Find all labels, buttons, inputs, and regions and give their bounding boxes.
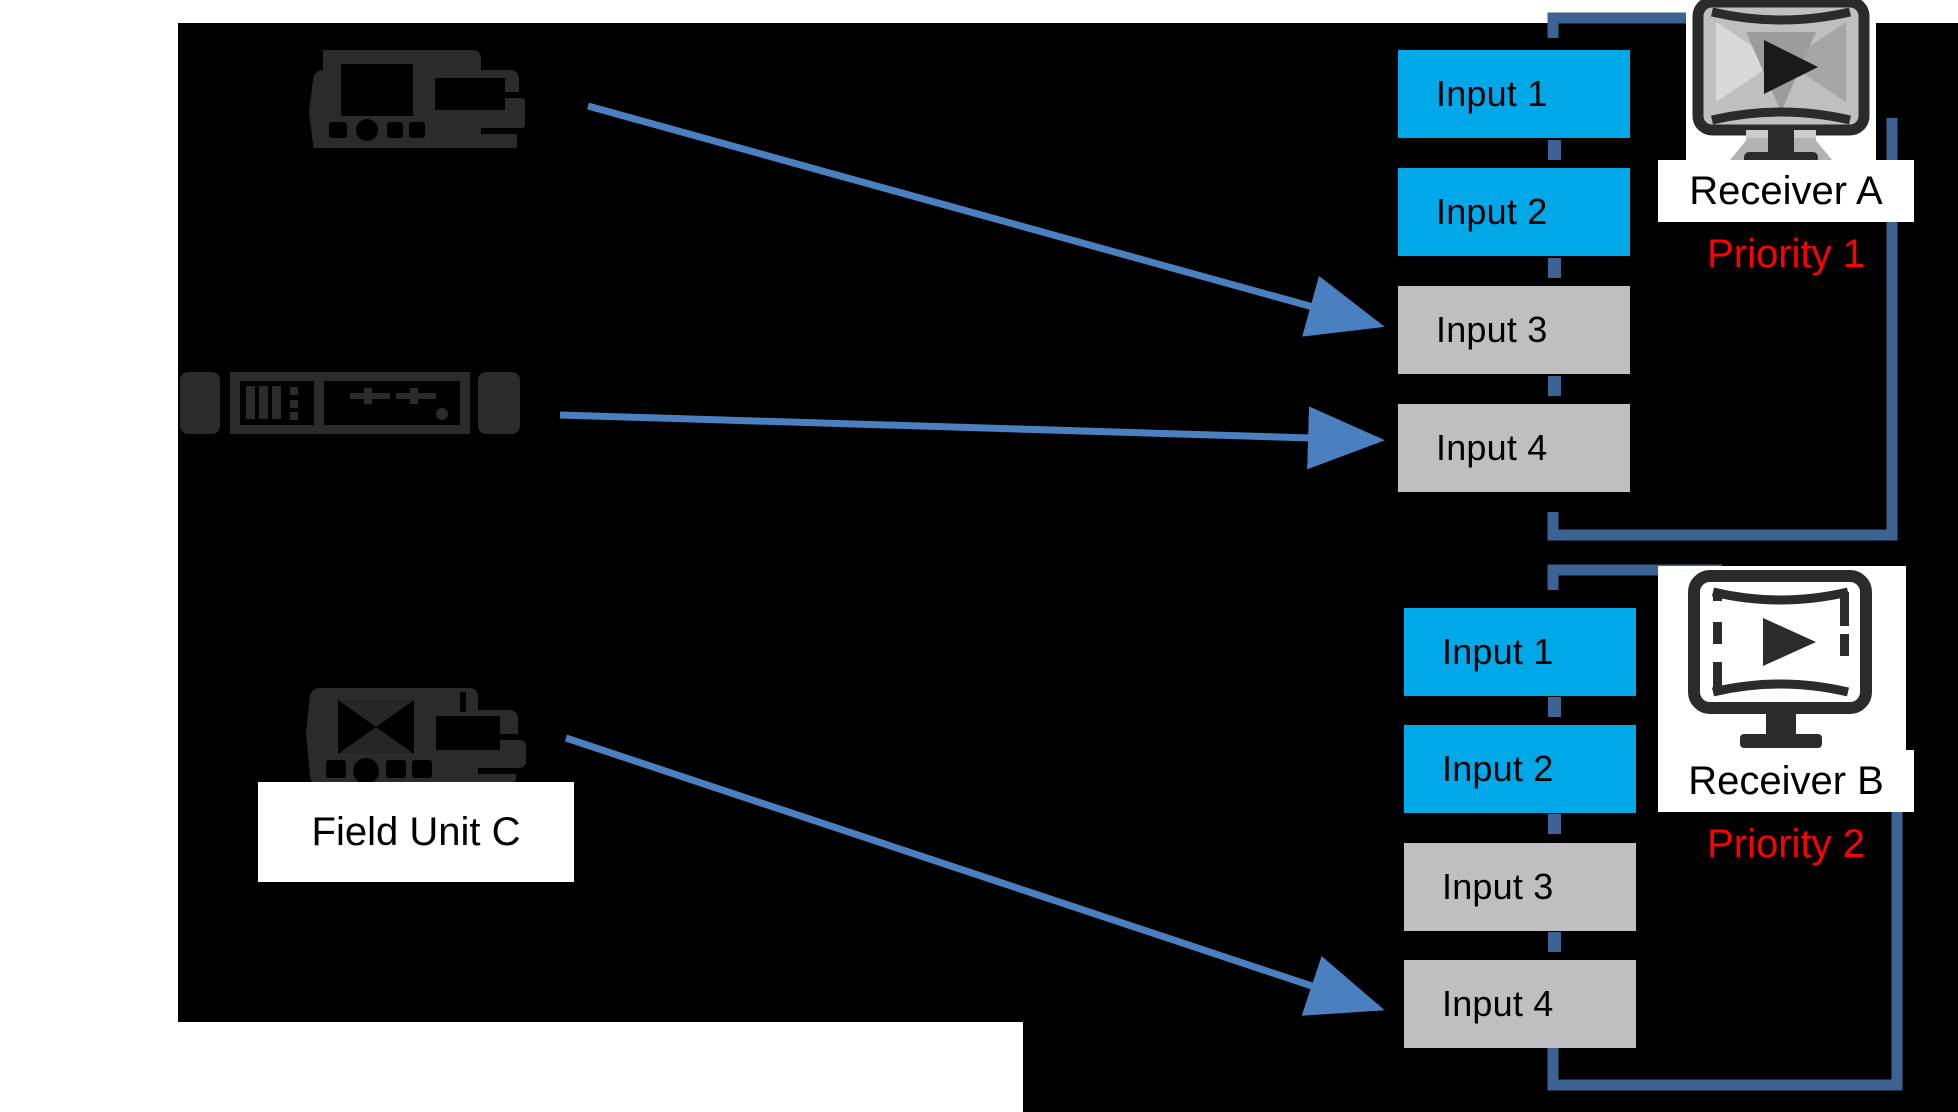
receiver-b-label: Receiver B (1658, 750, 1914, 812)
input-box-a3[interactable]: Input 3 (1398, 286, 1630, 374)
field-unit-icon (300, 678, 528, 786)
input-label: Input 4 (1436, 427, 1548, 468)
camera-recorder-icon (305, 38, 525, 148)
divider-right-bottom (1920, 234, 1925, 1022)
monitor-play-icon-a (1686, 0, 1876, 162)
input-box-b1[interactable]: Input 1 (1404, 608, 1636, 696)
input-label: Input 4 (1442, 983, 1554, 1024)
input-label: Input 1 (1436, 73, 1548, 114)
input-box-b3[interactable]: Input 3 (1404, 843, 1636, 931)
input-label: Input 2 (1436, 191, 1548, 232)
rack-encoder-icon (180, 368, 520, 440)
field-unit-c-label: Field Unit C (258, 782, 574, 882)
connector-segment (1548, 932, 1561, 952)
connector-segment (1548, 814, 1561, 834)
receiver-a-label: Receiver A (1658, 160, 1914, 222)
input-label: Input 1 (1442, 631, 1554, 672)
input-box-a2[interactable]: Input 2 (1398, 168, 1630, 256)
input-box-a1[interactable]: Input 1 (1398, 50, 1630, 138)
input-label: Input 3 (1436, 309, 1548, 350)
input-box-b4[interactable]: Input 4 (1404, 960, 1636, 1048)
connector-segment (1548, 376, 1561, 396)
monitor-play-icon-b (1658, 566, 1906, 764)
receiver-a-priority: Priority 1 (1707, 232, 1865, 276)
input-label: Input 3 (1442, 866, 1554, 907)
input-label: Input 2 (1442, 748, 1554, 789)
receiver-b-priority: Priority 2 (1707, 822, 1865, 866)
connector-segment (1548, 140, 1561, 160)
input-box-b2[interactable]: Input 2 (1404, 725, 1636, 813)
connector-segment (1548, 697, 1561, 717)
input-box-a4[interactable]: Input 4 (1398, 404, 1630, 492)
connector-segment (1548, 258, 1561, 278)
divider-right-top (1920, 42, 1925, 234)
